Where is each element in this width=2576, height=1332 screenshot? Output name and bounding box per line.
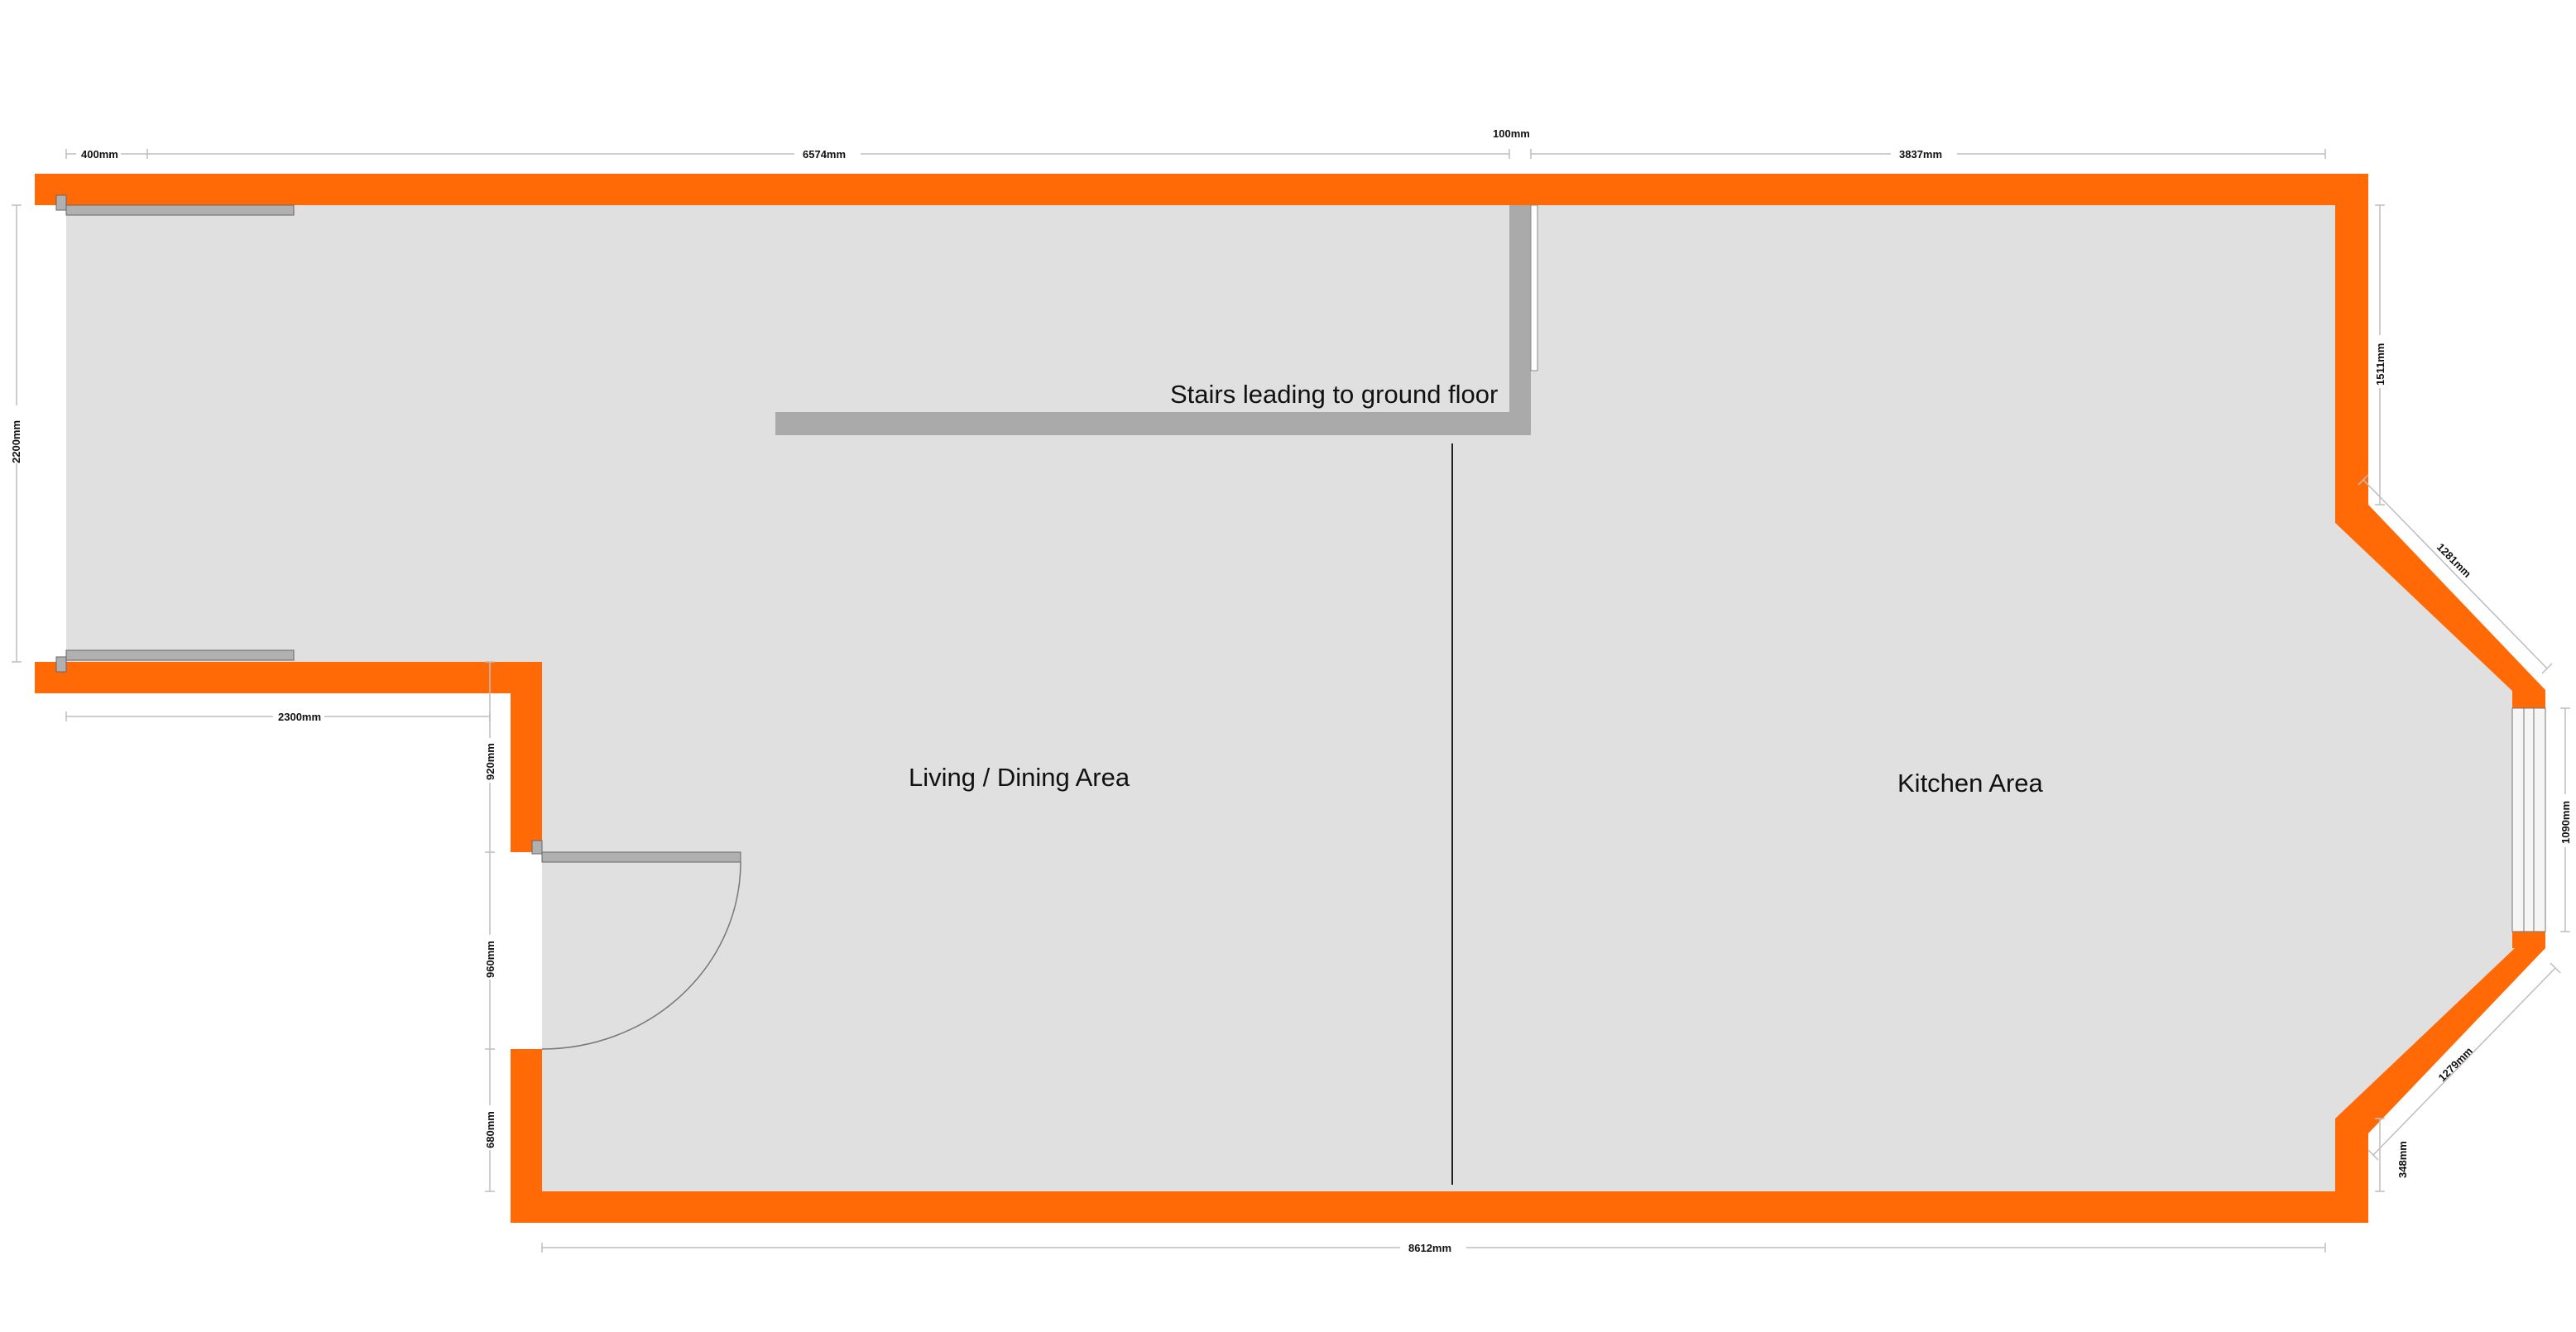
stairs-wall-horizontal	[775, 412, 1531, 435]
stairs-stub	[1530, 204, 1538, 371]
left-sliding-door-bottom	[65, 649, 295, 661]
dimension-top-3837: 3837mm	[1531, 147, 2326, 161]
exterior-walls	[35, 174, 2545, 1223]
dimension-right-1511: 1511mm	[2372, 204, 2387, 505]
dimension-920: 920mm	[482, 661, 496, 853]
dim-label-2200: 2200mm	[10, 420, 22, 463]
dimension-bottom-left-2300: 2300mm	[65, 710, 491, 723]
right-upper-wall	[2335, 174, 2368, 521]
floor-area	[66, 205, 2534, 1191]
dim-label-960: 960mm	[484, 941, 496, 978]
left-opening	[35, 205, 66, 662]
bay-lower-wall	[2335, 933, 2545, 1152]
dim-label-1090: 1090mm	[2559, 801, 2572, 844]
stairs-label: Stairs leading to ground floor	[1170, 380, 1498, 409]
dim-label-100: 100mm	[1493, 127, 1530, 140]
stairs-wall-vertical	[1509, 205, 1531, 435]
dim-label-2300: 2300mm	[278, 711, 321, 723]
dimension-right-348: 348mm	[2375, 1118, 2409, 1192]
left-step-wall	[511, 662, 542, 852]
dim-label-3837: 3837mm	[1899, 148, 1942, 161]
living-dining-label: Living / Dining Area	[909, 763, 1130, 792]
dim-label-680: 680mm	[484, 1111, 496, 1148]
door-leaf	[541, 851, 741, 863]
dimension-680: 680mm	[482, 1049, 496, 1192]
dimension-left-2200: 2200mm	[8, 204, 23, 663]
top-wall	[35, 174, 2368, 205]
door-opening	[511, 852, 542, 1049]
dim-label-6574: 6574mm	[803, 148, 846, 161]
dim-label-348: 348mm	[2396, 1141, 2409, 1178]
left-door-post-top	[55, 194, 67, 211]
dim-label-1281: 1281mm	[2434, 541, 2473, 580]
dimension-top-400: 400mm	[65, 147, 147, 161]
bay-wall-top-stub	[2512, 690, 2545, 708]
kitchen-label: Kitchen Area	[1897, 769, 2044, 798]
dimension-bay-1090: 1090mm	[2557, 707, 2572, 932]
bay-upper-wall	[2335, 505, 2545, 708]
bay-window	[2511, 707, 2546, 932]
dim-label-400: 400mm	[81, 148, 118, 161]
right-lower-wall	[2335, 1119, 2368, 1191]
left-door-post-bottom	[55, 656, 67, 673]
dim-label-8612: 8612mm	[1408, 1242, 1451, 1254]
door-swing-arc	[541, 861, 741, 1050]
dim-label-920: 920mm	[484, 743, 496, 780]
dimension-top-6574: 6574mm	[146, 147, 1510, 161]
dimension-bottom-8612: 8612mm	[541, 1241, 2326, 1254]
left-sliding-door-top	[65, 204, 295, 216]
dimension-960: 960mm	[482, 852, 496, 1050]
door-post	[531, 840, 543, 855]
lower-left-wall	[35, 662, 542, 693]
left-lower-wall	[511, 1049, 542, 1223]
dim-label-1511: 1511mm	[2374, 343, 2387, 386]
bottom-wall	[511, 1191, 2368, 1223]
